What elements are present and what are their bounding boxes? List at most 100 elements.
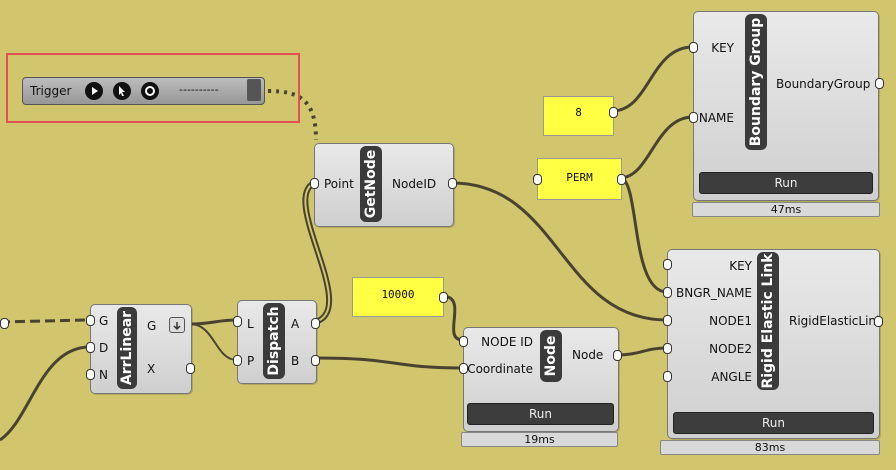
input-coordinate: Coordinate (467, 362, 533, 376)
wire-arr-dispatch (189, 318, 238, 326)
port-p8-out[interactable] (609, 107, 618, 118)
port-left-edge[interactable] (0, 318, 9, 329)
trigger-label: Trigger (30, 84, 72, 98)
dispatch-component[interactable]: L P Dispatch A B (237, 300, 317, 384)
port-node-out[interactable] (613, 350, 622, 361)
port-disp-b[interactable] (311, 355, 320, 366)
trigger-value: ---------- (179, 83, 219, 96)
boundary-group-title: Boundary Group (745, 14, 767, 150)
port-node-id[interactable] (459, 336, 468, 347)
wire-dash-left (0, 318, 88, 324)
panel-perm-text: PERM (566, 171, 593, 184)
port-rel-out[interactable] (874, 316, 883, 327)
getnode-component[interactable]: Point GetNode NodeID (314, 143, 454, 227)
getnode-title: GetNode (360, 146, 382, 222)
trigger-handle[interactable] (247, 79, 261, 101)
output-g: G (147, 319, 157, 333)
port-bg-key[interactable] (689, 42, 698, 53)
port-rel-angle[interactable] (663, 371, 672, 382)
boundary-group-time: 47ms (692, 202, 880, 217)
dispatch-title-text: Dispatch (266, 306, 282, 376)
arrlinear-title: ArrLinear (117, 307, 137, 389)
output-boundarygroup: BoundaryGroup (776, 77, 871, 91)
input-d: D (99, 341, 109, 355)
panel-10000-text: 10000 (381, 288, 415, 301)
port-disp-a[interactable] (311, 318, 320, 329)
wire-dispatchB-coord (314, 356, 464, 370)
panel-8[interactable]: 8 (543, 96, 614, 136)
panel-8-text: 8 (575, 106, 582, 119)
trigger-highlight-box (6, 53, 300, 123)
wire-node-node2 (616, 346, 668, 357)
port-p10000-out[interactable] (439, 292, 448, 303)
arrlinear-component[interactable]: G D N ArrLinear G X (90, 304, 192, 394)
rigid-elastic-link-title-text: Rigid Elastic Link (760, 253, 776, 389)
input-g: G (99, 314, 109, 328)
wire-10000-nodeid (441, 294, 464, 342)
port-arr-n[interactable] (86, 369, 95, 380)
getnode-title-text: GetNode (363, 149, 379, 219)
input-p: P (247, 354, 255, 368)
wire-trigger-getnode (267, 89, 318, 141)
port-arr-x[interactable] (186, 363, 195, 374)
port-arr-g[interactable] (86, 315, 95, 326)
port-arr-d[interactable] (86, 342, 95, 353)
play-icon[interactable] (85, 82, 103, 100)
port-bg-out[interactable] (875, 78, 884, 89)
wire-perm-name (619, 115, 694, 180)
cursor-icon[interactable] (113, 82, 131, 100)
record-icon[interactable] (141, 82, 159, 100)
port-bg-name[interactable] (689, 112, 698, 123)
input-angle: ANGLE (711, 370, 752, 384)
dispatch-title: Dispatch (263, 303, 285, 379)
output-nodeid: NodeID (392, 177, 437, 191)
input-l: L (247, 317, 254, 331)
input-name: NAME (698, 111, 734, 125)
boundary-group-run-button[interactable]: Run (699, 172, 873, 194)
node-run-button[interactable]: Run (467, 403, 614, 425)
rigid-elastic-link-run-button[interactable]: Run (673, 412, 874, 434)
port-disp-l[interactable] (233, 316, 242, 327)
port-getnode-out[interactable] (448, 178, 457, 189)
input-node1: NODE1 (709, 314, 752, 328)
node-component[interactable]: NODE ID Coordinate Node Node Run (463, 327, 619, 432)
wire-arr-dispatchP (189, 323, 238, 361)
input-key: KEY (711, 41, 734, 55)
node-time: 19ms (461, 432, 618, 447)
port-rel-key[interactable] (663, 259, 672, 270)
panel-10000[interactable]: 10000 (352, 277, 444, 317)
wire-curve-left (0, 345, 88, 442)
output-x: X (147, 362, 156, 376)
port-getnode-point[interactable] (310, 178, 319, 189)
trigger-component[interactable]: Trigger ---------- (22, 77, 265, 105)
rigid-elastic-link-time: 83ms (660, 440, 880, 455)
input-point: Point (324, 177, 354, 191)
input-node-id: NODE ID (481, 335, 533, 349)
input-node2: NODE2 (709, 342, 752, 356)
boundary-group-title-text: Boundary Group (748, 17, 764, 147)
input-n: N (99, 368, 108, 382)
wire-key-boundary (611, 45, 694, 113)
port-perm-in[interactable] (533, 174, 542, 185)
panel-perm[interactable]: PERM (537, 158, 622, 200)
node-title-text: Node (543, 335, 559, 377)
port-perm-out[interactable] (617, 174, 626, 185)
wire-dispatchA-point-2 (304, 182, 330, 323)
port-rel-node2[interactable] (663, 343, 672, 354)
port-rel-bngr[interactable] (663, 287, 672, 298)
port-rel-node1[interactable] (663, 315, 672, 326)
output-node: Node (572, 348, 604, 362)
boundary-group-component[interactable]: KEY NAME Boundary Group BoundaryGroup Ru… (693, 11, 879, 201)
node-title: Node (540, 330, 562, 382)
input-bngr-name: BNGR_NAME (676, 286, 752, 300)
rigid-elastic-link-component[interactable]: KEY BNGR_NAME NODE1 NODE2 ANGLE Rigid El… (667, 249, 883, 439)
port-node-coord[interactable] (459, 363, 468, 374)
wire-nodeid-node1 (451, 181, 668, 322)
output-rigidelasticlink: RigidElasticLink (789, 314, 883, 328)
download-arrow-icon[interactable] (169, 317, 185, 333)
output-a: A (291, 317, 300, 331)
port-disp-p[interactable] (233, 355, 242, 366)
output-b: B (291, 354, 300, 368)
